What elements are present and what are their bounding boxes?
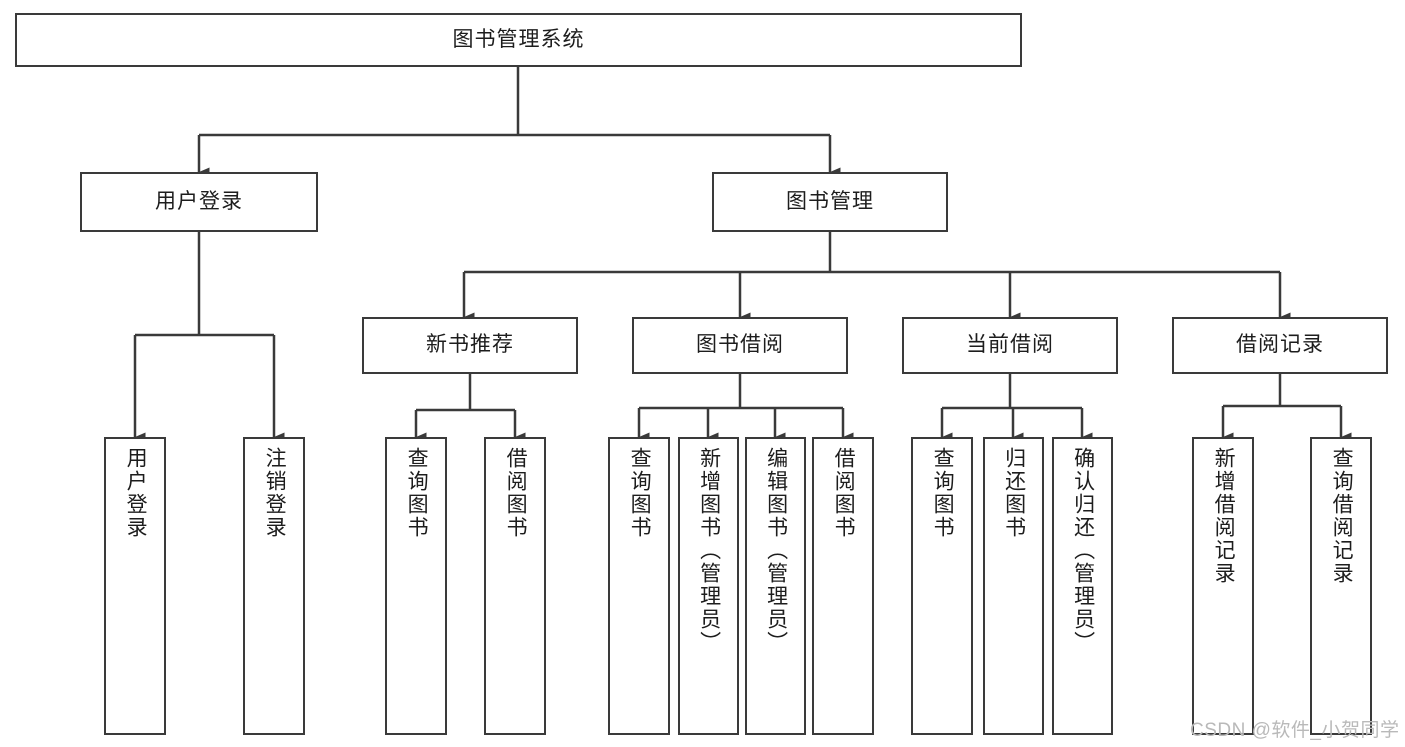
node-newbook-2[interactable]: 借阅图书 [484, 437, 546, 735]
node-borrow-4[interactable]: 借阅图书 [812, 437, 874, 735]
node-borrow-2[interactable]: 新增图书（管理员） [678, 437, 739, 735]
node-label-bookmgmt: 图书管理 [786, 189, 874, 213]
node-login-1[interactable]: 用户登录 [104, 437, 166, 735]
node-borrow-1[interactable]: 查询图书 [608, 437, 670, 735]
node-borrow-3[interactable]: 编辑图书（管理员） [745, 437, 806, 735]
node-label-borrow-4: 借阅图书 [832, 447, 856, 539]
node-label-current: 当前借阅 [966, 333, 1054, 357]
node-label-login-2: 注销登录 [263, 447, 287, 539]
node-records[interactable]: 借阅记录 [1172, 317, 1388, 374]
node-label-records-1: 新增借阅记录 [1212, 447, 1236, 585]
node-label-newbook: 新书推荐 [426, 333, 514, 357]
node-root[interactable]: 图书管理系统 [15, 13, 1022, 67]
node-records-2[interactable]: 查询借阅记录 [1310, 437, 1372, 735]
node-label-records-2: 查询借阅记录 [1330, 447, 1354, 585]
node-current-2[interactable]: 归还图书 [983, 437, 1044, 735]
node-label-borrow-1: 查询图书 [628, 447, 652, 539]
node-label-records: 借阅记录 [1236, 333, 1324, 357]
node-label-newbook-2: 借阅图书 [504, 447, 528, 539]
node-records-1[interactable]: 新增借阅记录 [1192, 437, 1254, 735]
node-label-borrow-3: 编辑图书（管理员） [764, 447, 788, 654]
node-login-2[interactable]: 注销登录 [243, 437, 305, 735]
node-label-newbook-1: 查询图书 [405, 447, 429, 539]
node-login[interactable]: 用户登录 [80, 172, 318, 232]
node-label-login: 用户登录 [155, 189, 243, 213]
node-label-current-1: 查询图书 [931, 447, 955, 539]
node-label-root: 图书管理系统 [452, 27, 585, 51]
node-label-login-1: 用户登录 [124, 447, 148, 539]
edge-lines [133, 67, 1352, 442]
node-current-3[interactable]: 确认归还（管理员） [1052, 437, 1113, 735]
node-label-current-3: 确认归还（管理员） [1071, 447, 1095, 654]
node-newbook[interactable]: 新书推荐 [362, 317, 578, 374]
node-bookmgmt[interactable]: 图书管理 [712, 172, 948, 232]
node-label-current-2: 归还图书 [1002, 447, 1026, 539]
node-borrow[interactable]: 图书借阅 [632, 317, 848, 374]
node-current-1[interactable]: 查询图书 [911, 437, 973, 735]
node-current[interactable]: 当前借阅 [902, 317, 1118, 374]
node-label-borrow-2: 新增图书（管理员） [697, 447, 721, 654]
node-newbook-1[interactable]: 查询图书 [385, 437, 447, 735]
node-label-borrow: 图书借阅 [696, 333, 784, 357]
watermark-text: CSDN @软件_小贺同学 [1190, 720, 1400, 741]
